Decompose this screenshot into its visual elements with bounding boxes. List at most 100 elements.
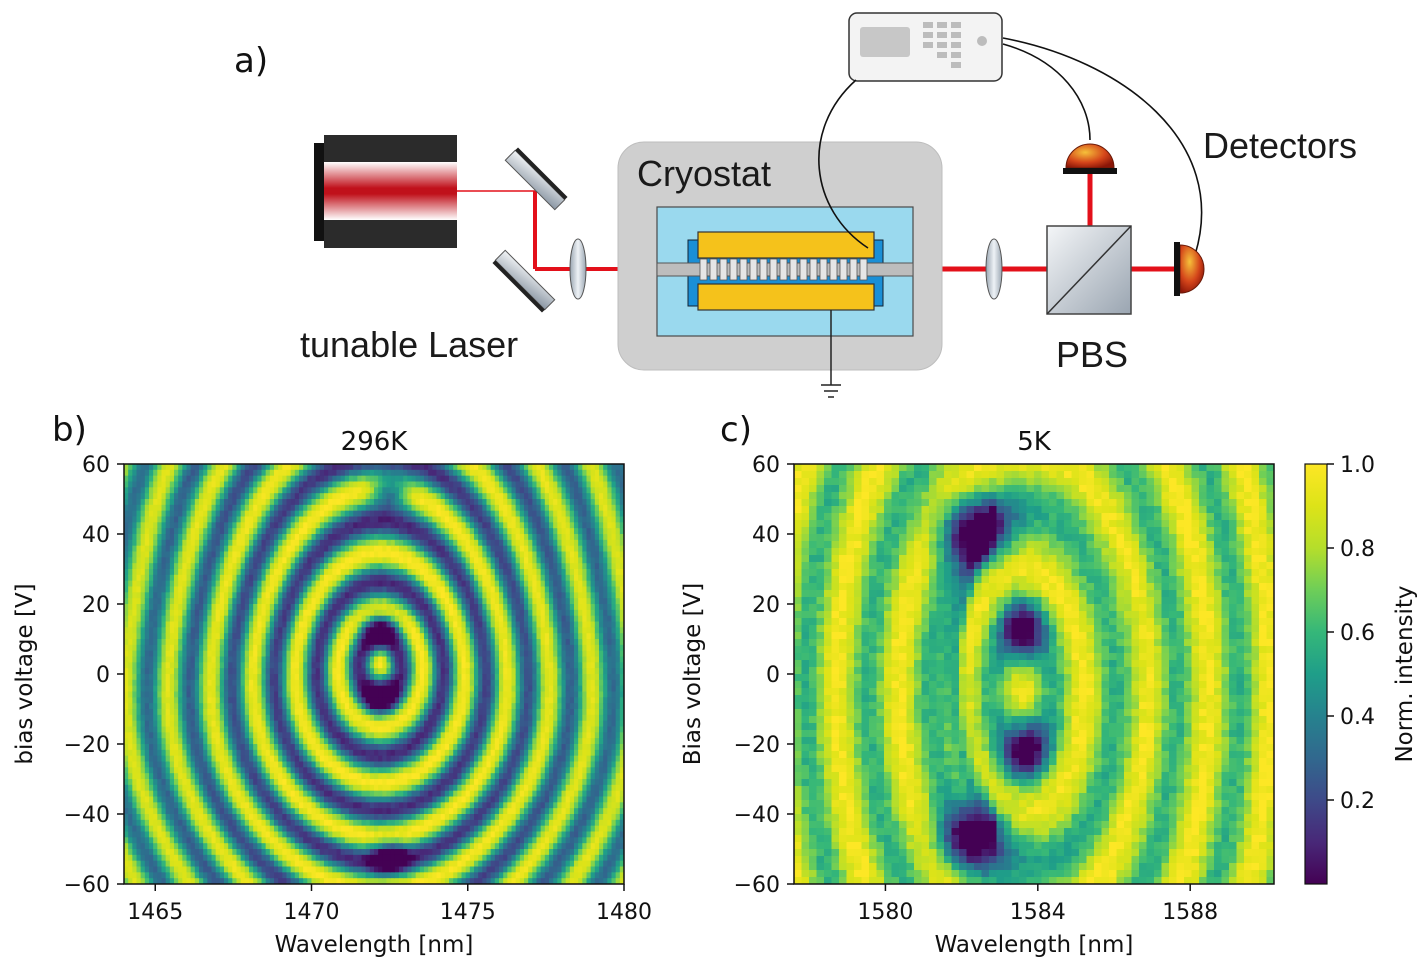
heatmap-cell: [349, 539, 354, 547]
heatmap-cell: [319, 790, 325, 798]
heatmap-cell: [165, 551, 171, 558]
heatmap-cell: [357, 726, 363, 733]
heatmap-cell: [286, 574, 292, 582]
heatmap-cell: [228, 609, 233, 617]
heatmap-cell: [361, 726, 367, 733]
heatmap-cell: [349, 609, 354, 617]
heatmap-cell: [165, 615, 171, 623]
heatmap-cell: [340, 598, 346, 605]
heatmap-cell: [349, 656, 354, 663]
heatmap-cell: [299, 697, 304, 704]
heatmap-cell: [353, 749, 358, 757]
heatmap-cell: [407, 837, 413, 844]
heatmap-cell: [257, 639, 263, 646]
heatmap-cell: [407, 796, 413, 803]
heatmap-cell: [303, 866, 308, 873]
heatmap-cell: [215, 720, 221, 728]
heatmap-cell: [244, 685, 250, 693]
heatmap-cell: [332, 819, 338, 827]
heatmap-cell: [165, 563, 171, 570]
heatmap-cell: [340, 545, 346, 553]
heatmap-cell: [224, 487, 229, 494]
heatmap-cell: [265, 656, 271, 663]
heatmap-cell: [174, 516, 179, 523]
heatmap-cell: [307, 516, 313, 523]
heatmap-cell: [157, 866, 163, 873]
heatmap-cell: [178, 703, 183, 710]
heatmap-cell: [394, 598, 400, 605]
heatmap-cell: [224, 790, 229, 798]
heatmap-cell: [190, 662, 196, 669]
heatmap-cell: [244, 691, 250, 698]
heatmap-cell: [153, 825, 158, 833]
heatmap-cell: [315, 545, 321, 553]
heatmap-cell: [261, 819, 267, 827]
heatmap-cell: [307, 650, 313, 658]
heatmap-cell: [399, 644, 404, 652]
heatmap-cell: [378, 592, 383, 599]
heatmap-cell: [194, 825, 200, 833]
heatmap-cell: [374, 767, 379, 774]
heatmap-cell: [340, 493, 346, 500]
heatmap-cell: [161, 516, 167, 523]
heatmap-cell: [332, 545, 338, 553]
heatmap-cell: [286, 738, 292, 745]
heatmap-cell: [382, 761, 388, 768]
heatmap-cell: [340, 668, 346, 675]
heatmap-cell: [307, 539, 313, 547]
heatmap-cell: [382, 878, 388, 884]
heatmap-cell: [374, 563, 379, 570]
heatmap-cell: [240, 650, 246, 658]
heatmap-cell: [328, 837, 333, 844]
heatmap-cell: [394, 539, 400, 547]
heatmap-cell: [344, 469, 350, 477]
heatmap-cell: [299, 732, 304, 739]
heatmap-cell: [382, 481, 388, 488]
heatmap-cell: [311, 469, 317, 477]
cryostat: [617, 141, 943, 371]
heatmap-cell: [390, 551, 396, 558]
heatmap-cell: [161, 627, 167, 634]
heatmap-cell: [344, 604, 350, 611]
heatmap-cell: [294, 854, 300, 862]
heatmap-cell: [340, 662, 346, 669]
heatmap-cell: [211, 545, 217, 553]
heatmap-cell: [290, 697, 296, 704]
heatmap-cell: [278, 534, 283, 541]
heatmap-cell: [236, 551, 242, 558]
heatmap-cell: [315, 691, 321, 698]
heatmap-cell: [294, 656, 300, 663]
heatmap-cell: [319, 528, 325, 535]
heatmap-cell: [332, 639, 338, 646]
heatmap-cell: [303, 475, 308, 483]
heatmap-cell: [224, 644, 229, 652]
heatmap-cell: [361, 615, 367, 623]
heatmap-cell: [199, 668, 204, 675]
heatmap-cell: [169, 843, 175, 850]
heatmap-cell: [286, 720, 292, 728]
heatmap-cell: [207, 685, 213, 693]
heatmap-cell: [128, 516, 133, 523]
heatmap-cell: [307, 697, 313, 704]
heatmap-cell: [378, 709, 383, 716]
heatmap-cell: [157, 685, 163, 693]
heatmap-cell: [236, 802, 242, 809]
heatmap-cell: [215, 504, 221, 512]
heatmap-cell: [190, 814, 196, 821]
heatmap-cell: [182, 499, 188, 506]
heatmap-cell: [186, 860, 192, 868]
heatmap-cell: [328, 860, 333, 868]
heatmap-cell: [194, 767, 200, 774]
heatmap-cell: [382, 849, 388, 856]
heatmap-cell: [299, 738, 304, 745]
heatmap-cell: [236, 504, 242, 512]
heatmap-cell: [224, 703, 229, 710]
heatmap-cell: [353, 539, 358, 547]
heatmap-cell: [361, 709, 367, 716]
heatmap-cell: [344, 849, 350, 856]
heatmap-cell: [286, 825, 292, 833]
heatmap-cell: [228, 825, 233, 833]
heatmap-cell: [265, 464, 271, 471]
heatmap-cell: [299, 574, 304, 582]
heatmap-cell: [207, 854, 213, 862]
